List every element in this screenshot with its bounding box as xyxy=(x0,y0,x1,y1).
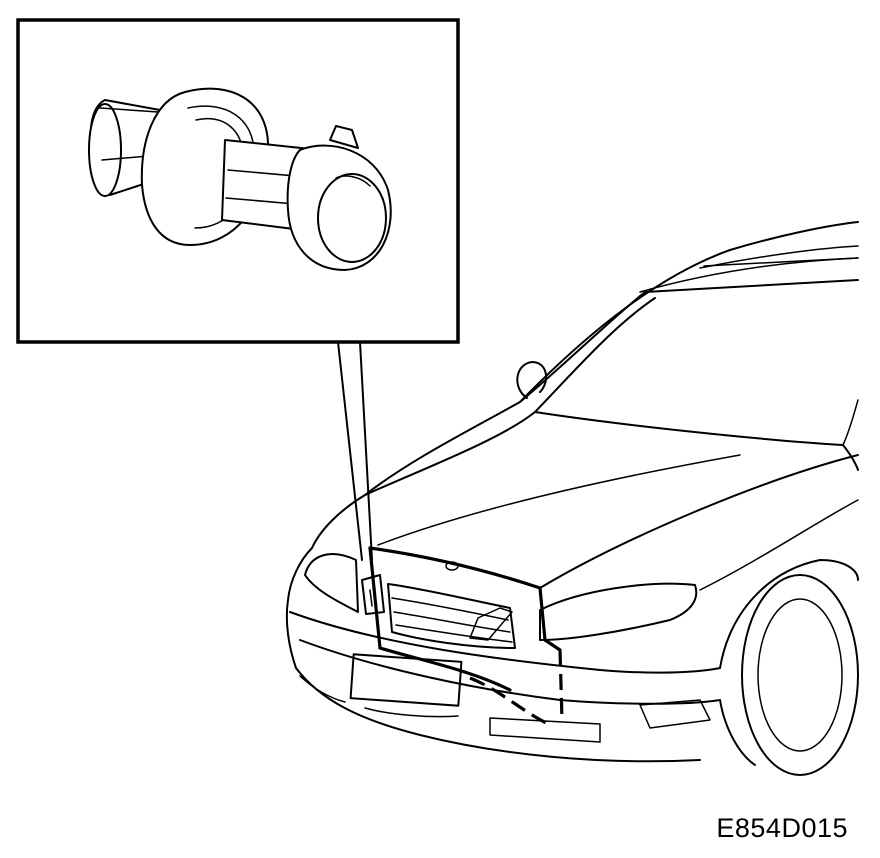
car-body xyxy=(285,221,859,776)
sensor-component-drawing xyxy=(88,87,392,271)
component-highlight-outline xyxy=(368,546,564,727)
callout-leader-lines xyxy=(337,341,373,561)
figure-code-label: E854D015 xyxy=(716,813,848,843)
inset-detail-box xyxy=(16,18,460,344)
